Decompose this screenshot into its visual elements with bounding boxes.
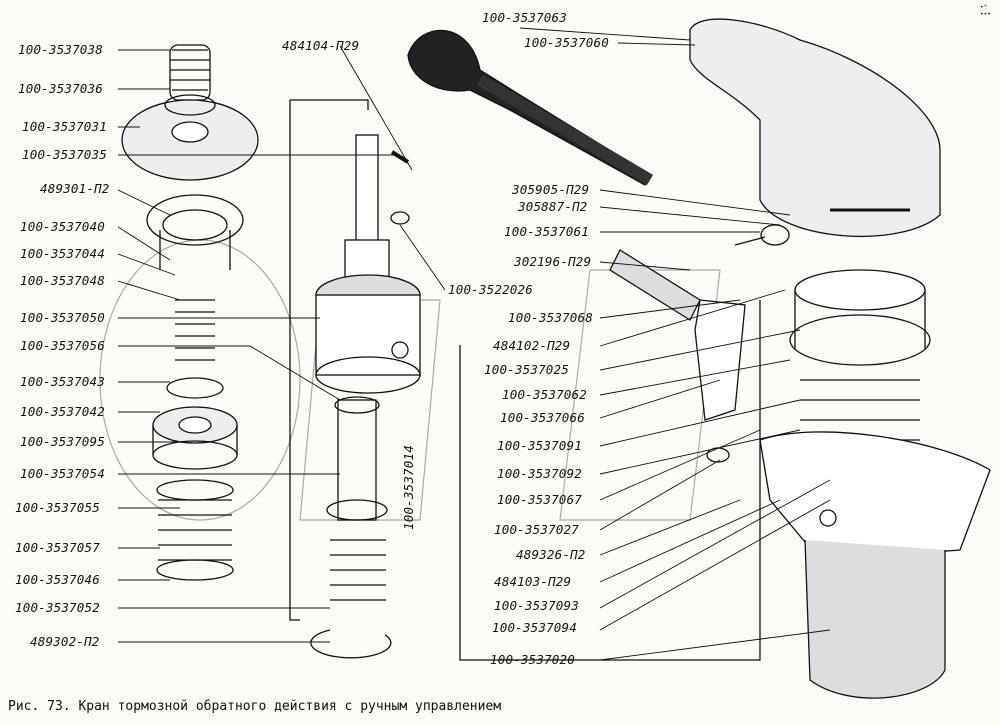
part-label: 100-3537052 bbox=[15, 600, 100, 615]
part-label: 100-3537092 bbox=[497, 466, 582, 481]
part-label: 100-3537035 bbox=[22, 147, 107, 162]
part-label: 305887-П2 bbox=[518, 199, 588, 214]
part-label: 302196-П29 bbox=[514, 254, 592, 269]
part-label: 100-3537046 bbox=[15, 572, 100, 587]
part-label: 489301-П2 bbox=[40, 181, 110, 196]
part-label: 100-3537060 bbox=[524, 35, 609, 50]
piston-stem bbox=[310, 134, 421, 659]
part-label: 100-3537056 bbox=[20, 338, 105, 353]
retainer bbox=[146, 194, 244, 270]
part-label: 100-3537067 bbox=[497, 492, 582, 507]
cover bbox=[689, 18, 941, 238]
spring-top bbox=[169, 44, 211, 101]
o-ring bbox=[390, 211, 410, 225]
leader-lines bbox=[117, 27, 831, 661]
part-label: 100-3537063 bbox=[482, 10, 567, 25]
pin bbox=[390, 150, 410, 164]
part-label: 100-3537027 bbox=[494, 522, 579, 537]
spring-middle bbox=[175, 299, 215, 361]
figure-caption: Рис. 73. Кран тормозной обратного действ… bbox=[8, 699, 502, 714]
valve-body bbox=[759, 269, 991, 699]
corner-mark: •° ••• bbox=[980, 4, 991, 18]
part-label: 100-3537061 bbox=[504, 224, 589, 239]
bracket-left bbox=[289, 99, 369, 621]
part-label: 100-3537036 bbox=[18, 81, 103, 96]
part-label: 100-3537020 bbox=[490, 652, 575, 667]
part-label: 100-3537040 bbox=[20, 219, 105, 234]
screw bbox=[734, 224, 790, 246]
part-label: 100-3537054 bbox=[20, 466, 105, 481]
part-label-vertical: 100-3537014 bbox=[401, 445, 416, 530]
part-label: 100-3537031 bbox=[22, 119, 107, 134]
part-label: 100-3537062 bbox=[502, 387, 587, 402]
part-label: 100-3537025 bbox=[484, 362, 569, 377]
bracket-assembly bbox=[459, 300, 761, 661]
part-label: 100-3537068 bbox=[508, 310, 593, 325]
part-label: 100-3537066 bbox=[500, 410, 585, 425]
lever bbox=[609, 249, 746, 421]
part-label: 484104-П29 bbox=[282, 38, 360, 53]
handle bbox=[407, 29, 654, 186]
part-label: 100-3537044 bbox=[20, 246, 105, 261]
part-label: 100-3537050 bbox=[20, 310, 105, 325]
part-label: 100-3537057 bbox=[15, 540, 100, 555]
disc-cap bbox=[121, 94, 259, 181]
part-label: 100-3537043 bbox=[20, 374, 105, 389]
part-label: 100-3537094 bbox=[492, 620, 577, 635]
part-label: 100-3522026 bbox=[448, 282, 533, 297]
part-label: 100-3537091 bbox=[497, 438, 582, 453]
part-label: 100-3537048 bbox=[20, 273, 105, 288]
part-label: 484103-П29 bbox=[494, 574, 572, 589]
part-label: 100-3537055 bbox=[15, 500, 100, 515]
part-label: 100-3537095 bbox=[20, 434, 105, 449]
part-label: 100-3537038 bbox=[18, 42, 103, 57]
valve-seat bbox=[152, 406, 238, 470]
part-label: 100-3537093 bbox=[494, 598, 579, 613]
washer bbox=[166, 377, 224, 399]
part-label: 489302-П2 bbox=[30, 634, 100, 649]
spring-bottom bbox=[156, 479, 234, 581]
part-label: 489326-П2 bbox=[516, 547, 586, 562]
part-label: 305905-П29 bbox=[512, 182, 590, 197]
part-label: 484102-П29 bbox=[493, 338, 571, 353]
part-label: 100-3537042 bbox=[20, 404, 105, 419]
